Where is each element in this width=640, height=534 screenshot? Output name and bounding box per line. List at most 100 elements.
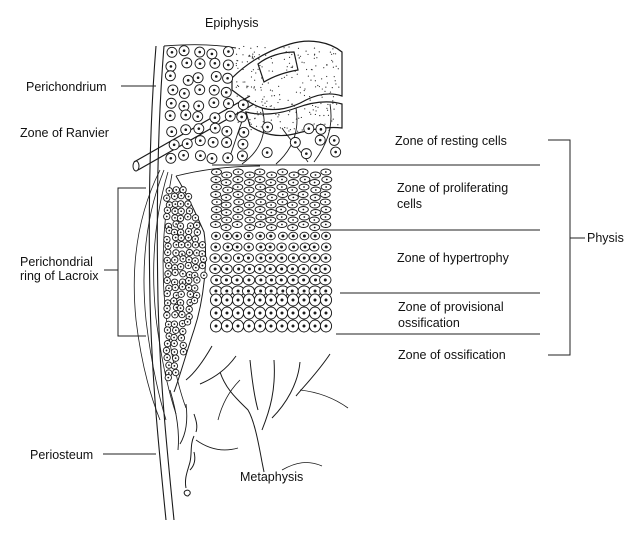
lacroix-label-line1: Perichondrial bbox=[20, 255, 93, 269]
stipple-dot bbox=[330, 53, 333, 55]
lacroix-label-line2: ring of Lacroix bbox=[20, 269, 99, 283]
cell-nucleus bbox=[215, 201, 218, 203]
stipple-dot bbox=[279, 121, 281, 123]
cell-nucleus bbox=[290, 289, 294, 293]
epiphysis-label: Epiphysis bbox=[205, 16, 259, 30]
cell-nucleus bbox=[319, 128, 323, 131]
stipple-dot bbox=[321, 78, 323, 80]
cell-nucleus bbox=[324, 311, 328, 315]
cell-nucleus bbox=[170, 130, 173, 133]
cell-nucleus bbox=[302, 208, 305, 211]
stipple-dot bbox=[317, 106, 319, 108]
cell-nucleus bbox=[324, 234, 328, 238]
cell-nucleus bbox=[291, 298, 295, 302]
cell-nucleus bbox=[302, 278, 306, 282]
cell-nucleus bbox=[270, 174, 273, 176]
cell-nucleus bbox=[281, 201, 284, 203]
cell-nucleus bbox=[325, 208, 327, 211]
stipple-dot bbox=[254, 117, 256, 120]
cell-nucleus bbox=[187, 203, 189, 205]
stipple-dot bbox=[270, 119, 272, 121]
cell-nucleus bbox=[188, 315, 191, 318]
cell-nucleus bbox=[302, 193, 304, 196]
cell-nucleus bbox=[174, 371, 177, 374]
stipple-dot bbox=[254, 89, 256, 91]
stipple-dot bbox=[334, 80, 336, 82]
cell-nucleus bbox=[247, 311, 251, 315]
stipple-dot bbox=[251, 55, 254, 57]
stipple-dot bbox=[291, 53, 293, 56]
chondrocyte-cells bbox=[162, 45, 342, 382]
cell-nucleus bbox=[187, 264, 190, 267]
cell-nucleus bbox=[181, 322, 184, 325]
stipple-dot bbox=[331, 120, 333, 122]
stipple-dot bbox=[288, 46, 290, 48]
cell-nucleus bbox=[167, 225, 170, 228]
cell-nucleus bbox=[247, 298, 251, 302]
growth-plate-illustration bbox=[132, 40, 349, 521]
stipple-dot bbox=[304, 108, 306, 110]
cell-nucleus bbox=[215, 186, 218, 188]
cell-nucleus bbox=[215, 171, 218, 173]
cell-nucleus bbox=[167, 287, 170, 290]
cell-nucleus bbox=[182, 344, 185, 347]
cell-nucleus bbox=[281, 223, 283, 226]
stipple-dot bbox=[288, 56, 291, 58]
cell-nucleus bbox=[259, 193, 262, 196]
stipple-dot bbox=[305, 68, 308, 71]
stipple-dot bbox=[265, 105, 267, 108]
stipple-dot bbox=[242, 54, 244, 56]
metaphysis-label: Metaphysis bbox=[240, 470, 303, 484]
cell-nucleus bbox=[291, 324, 295, 328]
stipple-dot bbox=[235, 53, 238, 55]
cell-nucleus bbox=[165, 215, 168, 218]
cell-nucleus bbox=[225, 267, 229, 271]
stipple-dot bbox=[253, 56, 256, 58]
stipple-dot bbox=[250, 123, 252, 125]
cell-nucleus bbox=[314, 196, 317, 199]
stipple-dot bbox=[256, 46, 258, 48]
cell-nucleus bbox=[169, 156, 173, 160]
stipple-dot bbox=[314, 80, 316, 82]
cell-nucleus bbox=[186, 215, 189, 218]
cell-nucleus bbox=[225, 181, 228, 184]
cell-nucleus bbox=[175, 243, 178, 246]
cell-nucleus bbox=[225, 324, 229, 328]
stipple-dot bbox=[332, 48, 334, 50]
cell-nucleus bbox=[173, 323, 176, 326]
cell-nucleus bbox=[225, 141, 228, 144]
stipple-dot bbox=[315, 110, 317, 112]
cell-nucleus bbox=[240, 115, 243, 119]
stipple-dot bbox=[329, 93, 331, 95]
cell-nucleus bbox=[196, 231, 199, 234]
cell-nucleus bbox=[236, 311, 240, 315]
cell-nucleus bbox=[332, 139, 336, 142]
cell-nucleus bbox=[324, 245, 328, 249]
cell-nucleus bbox=[269, 278, 273, 282]
cell-nucleus bbox=[166, 292, 169, 295]
stipple-dot bbox=[301, 129, 303, 131]
cell-nucleus bbox=[166, 209, 169, 212]
cell-nucleus bbox=[198, 88, 202, 91]
cell-nucleus bbox=[307, 127, 311, 130]
cell-nucleus bbox=[324, 193, 327, 196]
cell-nucleus bbox=[226, 189, 229, 191]
stipple-dot bbox=[246, 87, 248, 89]
cell-nucleus bbox=[195, 294, 198, 297]
stipple-dot bbox=[267, 82, 269, 84]
cell-nucleus bbox=[181, 313, 183, 316]
cell-nucleus bbox=[194, 266, 197, 269]
cell-nucleus bbox=[225, 298, 229, 302]
cell-nucleus bbox=[201, 252, 204, 255]
cell-nucleus bbox=[175, 223, 178, 225]
stipple-dot bbox=[310, 68, 313, 71]
cell-nucleus bbox=[247, 245, 251, 249]
stipple-dot bbox=[237, 121, 239, 123]
cell-nucleus bbox=[302, 298, 306, 302]
stipple-dot bbox=[337, 68, 339, 70]
stipple-dot bbox=[309, 96, 311, 98]
cell-nucleus bbox=[199, 154, 202, 158]
cell-nucleus bbox=[236, 216, 239, 218]
cell-nucleus bbox=[269, 324, 273, 328]
cell-nucleus bbox=[291, 211, 294, 214]
